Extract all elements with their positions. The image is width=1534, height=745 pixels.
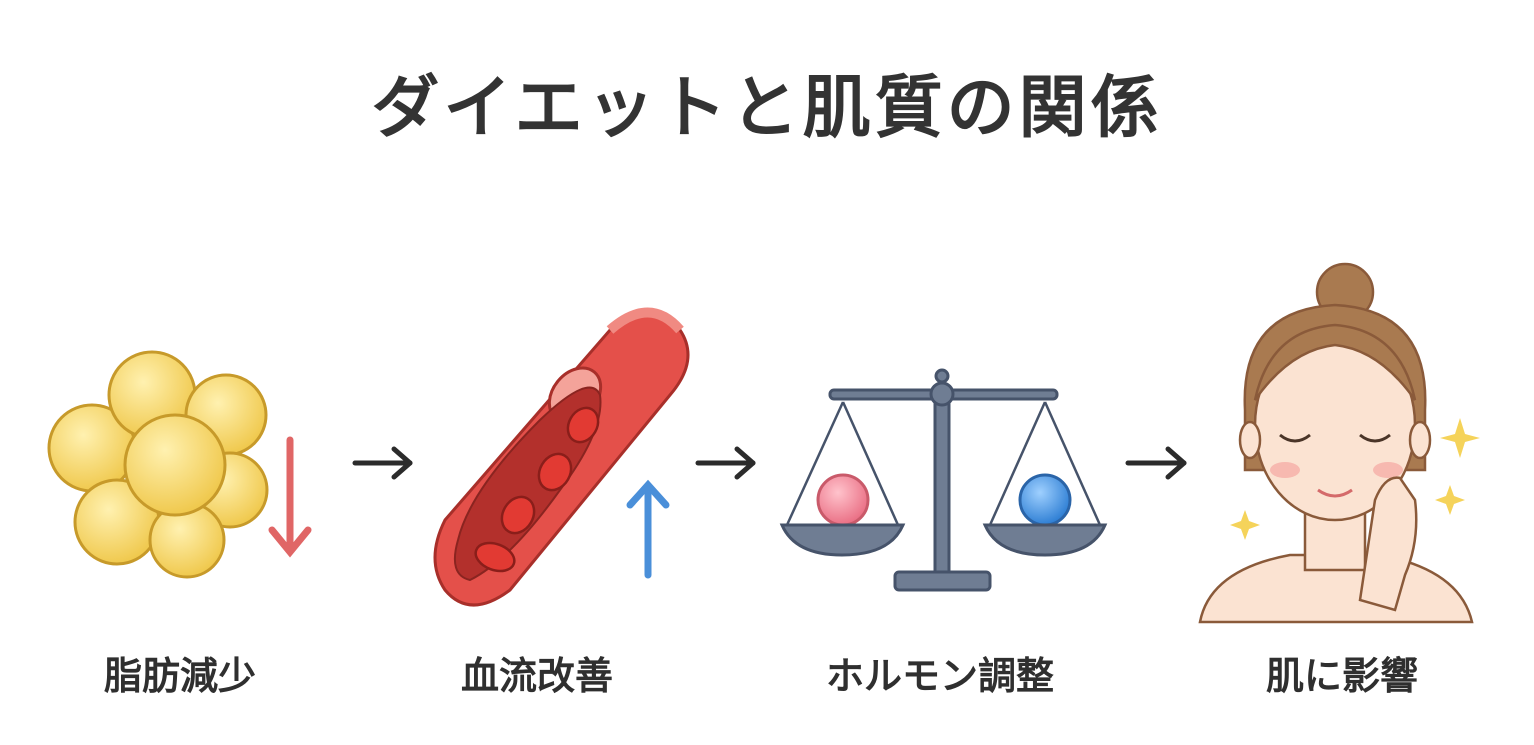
step-label-skin: 肌に影響 [1265,654,1418,698]
up-arrow-icon [626,479,670,579]
flow-arrow-icon [695,446,756,480]
step-label-hormone: ホルモン調整 [825,654,1054,698]
flow-arrow-icon [352,446,413,480]
down-arrow-icon [268,436,312,558]
balance-scale-icon [779,368,1108,592]
woman-face-icon [1198,262,1474,624]
flow-arrow-icon [1125,446,1187,480]
blood-vessel-icon [433,307,690,607]
sparkle-icon [1230,418,1480,540]
step-label-blood-flow: 血流改善 [460,654,613,698]
step-label-fat-reduction: 脂肪減少 [103,654,256,698]
page-title: ダイエットと肌質の関係 [371,69,1163,148]
fat-cells-icon [47,350,269,579]
